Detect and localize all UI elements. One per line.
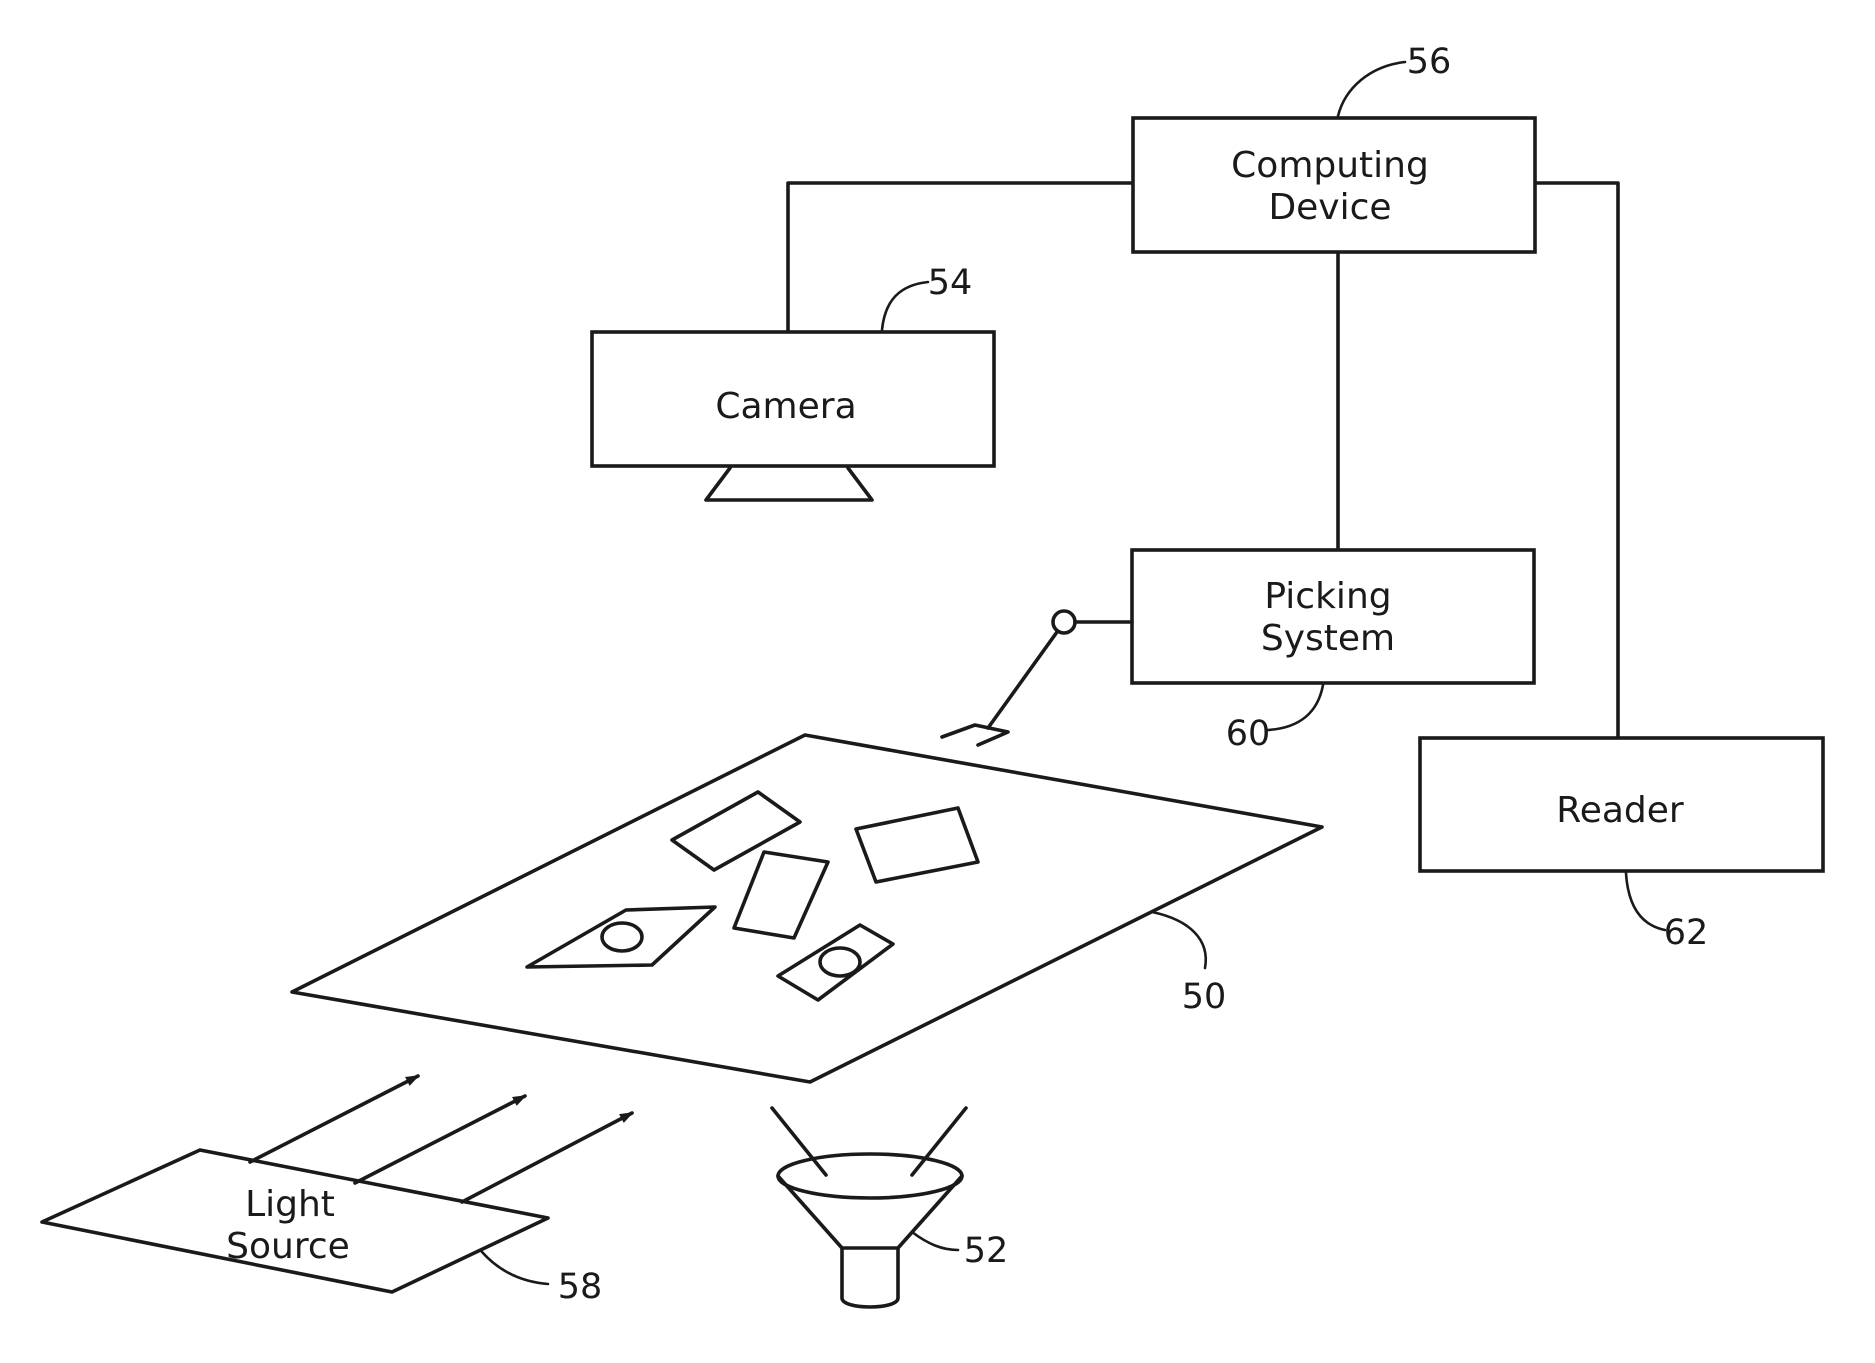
work-surface-ref: 50 (1182, 977, 1227, 1017)
computing-device-label-line1: Computing (1231, 145, 1429, 186)
light-arrow-1 (250, 1076, 418, 1162)
lens-funnel (778, 1176, 962, 1248)
picking-system-label-line1: Picking (1264, 576, 1391, 617)
picking-arm-link (988, 632, 1057, 728)
reader-ref: 62 (1664, 913, 1709, 953)
light-arrow-2 (355, 1096, 525, 1183)
camera-ref: 54 (928, 263, 973, 303)
camera-lens-mount (706, 468, 872, 500)
light-source-ref: 58 (558, 1267, 603, 1307)
work-surface: 50 (292, 735, 1322, 1082)
lens-body (842, 1248, 898, 1307)
line-computing-to-camera (788, 183, 1133, 332)
picking-system-leader (1268, 685, 1323, 730)
line-computing-to-reader (1536, 183, 1618, 738)
lens-ray-left (772, 1108, 826, 1175)
camera-label: Camera (715, 386, 856, 427)
object-2 (856, 808, 978, 882)
object-4 (527, 907, 715, 967)
camera-block: Camera 54 (592, 263, 994, 500)
picking-system-ref: 60 (1226, 714, 1271, 754)
lens-ray-right (912, 1108, 966, 1175)
lens-ref: 52 (964, 1231, 1009, 1271)
object-1 (672, 792, 800, 870)
picking-system-label-line2: System (1261, 618, 1395, 659)
light-source-leader (482, 1252, 548, 1284)
computing-device-block: Computing Device 56 (1133, 42, 1535, 252)
object-5-hole (820, 948, 860, 976)
lens-leader (912, 1232, 958, 1250)
object-4-hole (602, 923, 642, 951)
light-source-label-line1: Light (245, 1184, 335, 1225)
light-arrow-3 (462, 1113, 632, 1202)
computing-device-label-line2: Device (1268, 187, 1391, 228)
light-source-block: Light Source 58 (42, 1076, 632, 1307)
lens-rim (778, 1154, 962, 1198)
reader-label: Reader (1556, 790, 1684, 831)
work-surface-leader (1152, 912, 1206, 968)
reader-block: Reader 62 (1420, 738, 1823, 953)
computing-device-leader (1338, 62, 1405, 116)
computing-device-ref: 56 (1407, 42, 1452, 82)
picking-arm-joint (1053, 611, 1075, 633)
lens-block: 52 (772, 1108, 1008, 1307)
light-source-label-line2: Source (226, 1226, 350, 1267)
camera-leader (882, 282, 928, 330)
object-3 (734, 852, 828, 938)
reader-leader (1626, 873, 1665, 930)
picking-system-block: Picking System 60 (942, 550, 1534, 754)
picking-gripper (942, 725, 1008, 745)
